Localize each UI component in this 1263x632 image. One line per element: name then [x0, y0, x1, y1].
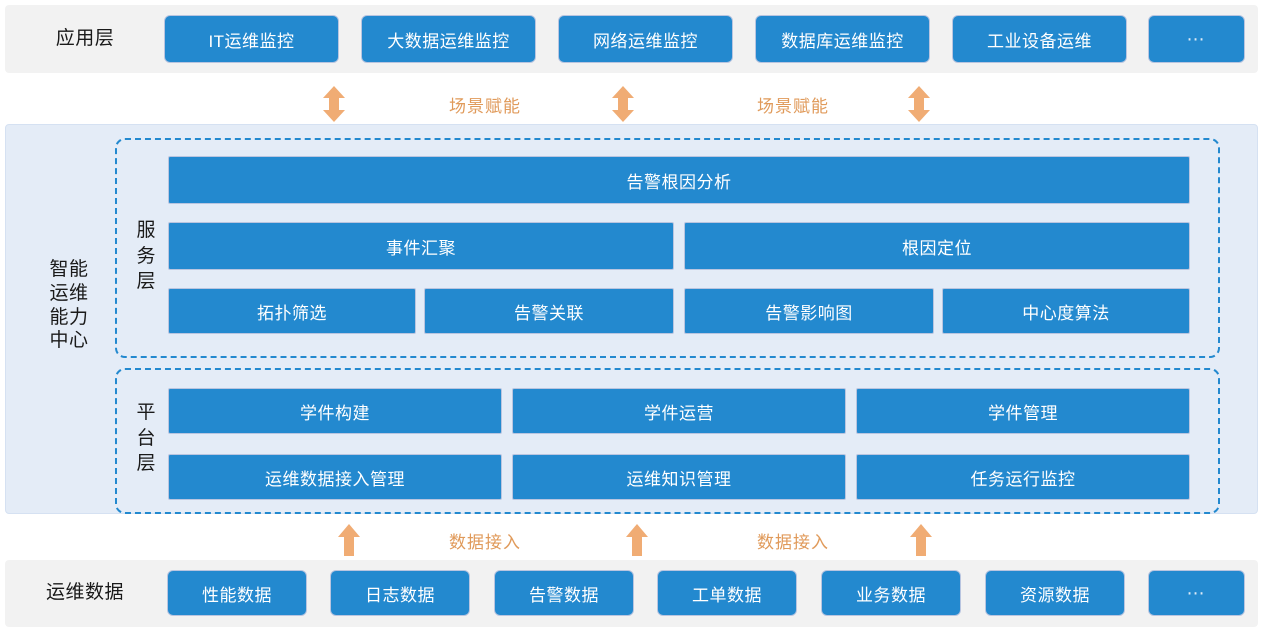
data-node-alarm[interactable]: 告警数据: [494, 570, 634, 616]
platform-node-learnware-operation[interactable]: 学件运营: [512, 388, 846, 434]
data-layer-label: 运维数据: [45, 582, 124, 603]
app-node-it-ops[interactable]: IT运维监控: [164, 15, 339, 63]
data-access-caption-1: 数据接入: [449, 533, 521, 552]
service-layer-region: [115, 138, 1220, 358]
service-node-root-cause-location[interactable]: 根因定位: [684, 222, 1190, 270]
data-node-ticket[interactable]: 工单数据: [657, 570, 797, 616]
service-node-alarm-correlation[interactable]: 告警关联: [424, 288, 674, 334]
up-arrow-icon: [338, 524, 360, 556]
platform-layer-label: 平 台 层: [136, 402, 156, 475]
data-access-arrow-2: [624, 524, 650, 556]
app-node-more[interactable]: ⋯: [1148, 15, 1245, 63]
data-node-business[interactable]: 业务数据: [821, 570, 961, 616]
double-arrow-icon: [323, 86, 345, 122]
app-node-bigdata-ops[interactable]: 大数据运维监控: [361, 15, 536, 63]
service-layer-label: 服 务 层: [136, 220, 156, 293]
up-arrow-icon: [626, 524, 648, 556]
platform-node-ops-knowledge-management[interactable]: 运维知识管理: [512, 454, 846, 500]
double-arrow-icon: [908, 86, 930, 122]
platform-node-learnware-construction[interactable]: 学件构建: [168, 388, 502, 434]
service-node-event-aggregation[interactable]: 事件汇聚: [168, 222, 674, 270]
app-node-network-ops[interactable]: 网络运维监控: [558, 15, 733, 63]
platform-node-learnware-management[interactable]: 学件管理: [856, 388, 1190, 434]
double-arrow-icon: [612, 86, 634, 122]
data-node-log[interactable]: 日志数据: [330, 570, 470, 616]
data-node-resource[interactable]: 资源数据: [985, 570, 1125, 616]
data-access-caption-2: 数据接入: [757, 533, 829, 552]
app-node-database-ops[interactable]: 数据库运维监控: [755, 15, 930, 63]
service-node-alarm-root-cause-analysis[interactable]: 告警根因分析: [168, 156, 1190, 204]
scene-enable-caption-2: 场景赋能: [757, 97, 829, 116]
service-node-centrality-algorithm[interactable]: 中心度算法: [942, 288, 1190, 334]
app-node-industrial-ops[interactable]: 工业设备运维: [952, 15, 1127, 63]
data-node-performance[interactable]: 性能数据: [167, 570, 307, 616]
platform-layer-region: [115, 368, 1220, 514]
service-node-alarm-impact-graph[interactable]: 告警影响图: [684, 288, 934, 334]
scene-enable-caption-1: 场景赋能: [449, 97, 521, 116]
data-access-arrow-3: [908, 524, 934, 556]
scene-enable-arrow-3: [906, 86, 932, 122]
service-node-topology-filter[interactable]: 拓扑筛选: [168, 288, 416, 334]
application-layer-label: 应用层: [55, 28, 115, 49]
scene-enable-arrow-2: [610, 86, 636, 122]
scene-enable-arrow-1: [321, 86, 347, 122]
capability-center-label: 智能 运维 能力 中心: [49, 259, 89, 352]
data-node-more[interactable]: ⋯: [1148, 570, 1245, 616]
data-access-arrow-1: [336, 524, 362, 556]
up-arrow-icon: [910, 524, 932, 556]
platform-node-task-run-monitoring[interactable]: 任务运行监控: [856, 454, 1190, 500]
platform-node-ops-data-access-management[interactable]: 运维数据接入管理: [168, 454, 502, 500]
